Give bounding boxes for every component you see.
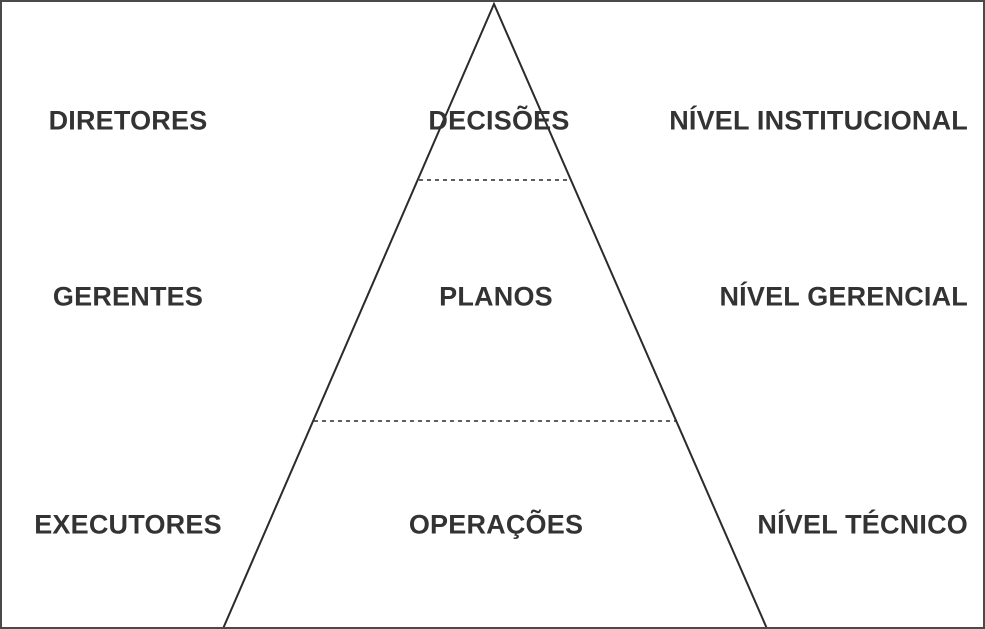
activity-label-planos: PLANOS: [439, 281, 553, 312]
pyramid-outline: [222, 2, 768, 627]
role-label-executores: EXECUTORES: [34, 509, 222, 540]
level-label-gerencial: NÍVEL GERENCIAL: [719, 281, 968, 312]
level-label-tecnico: NÍVEL TÉCNICO: [757, 509, 968, 540]
activity-label-operacoes: OPERAÇÕES: [408, 509, 584, 540]
activity-label-decisoes: DECISÕES: [428, 105, 570, 136]
role-label-diretores: DIRETORES: [48, 105, 208, 136]
role-label-gerentes: GERENTES: [52, 281, 204, 312]
level-label-institucional: NÍVEL INSTITUCIONAL: [669, 105, 968, 136]
